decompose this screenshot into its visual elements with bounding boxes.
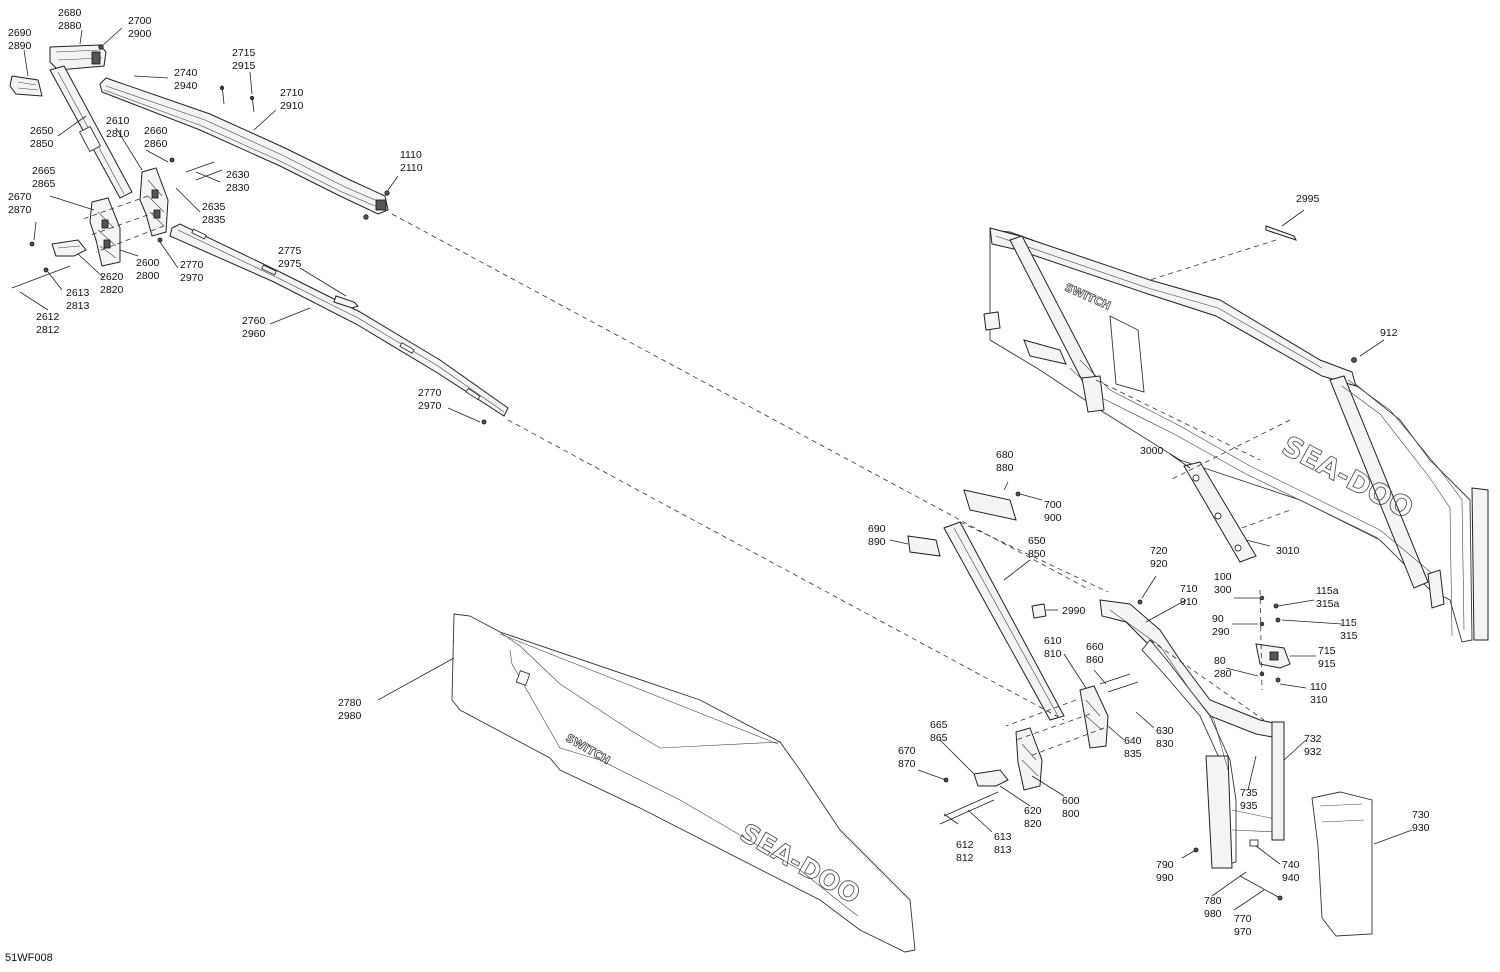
hinge-lower-part	[89, 197, 121, 267]
left-upper-assembly	[9, 44, 509, 425]
top-rail-part	[99, 77, 389, 215]
assembled-fence: SEA-DOO SWITCH	[983, 227, 1489, 643]
small-bar-2995-part	[1265, 225, 1297, 241]
callout-2990: 2990	[1062, 605, 1086, 617]
callout-2995: 2995	[1296, 193, 1320, 205]
bracket-610-part	[1079, 685, 1109, 749]
latch-620-part	[973, 769, 1009, 787]
callout-3000: 3000	[1140, 445, 1164, 457]
hinge-bracket-upper-part	[139, 167, 169, 237]
callout-912: 912	[1380, 327, 1398, 339]
cover-730-part	[1311, 791, 1373, 937]
latch-handle-part	[51, 239, 87, 257]
callout-3010: 3010	[1276, 545, 1300, 557]
screw-912	[1351, 357, 1357, 363]
strut-650-part	[943, 521, 1065, 721]
hinge-600-part	[1015, 727, 1043, 791]
figure-code: 51WF008	[5, 952, 53, 964]
bracket-3000-part	[1183, 461, 1257, 563]
small-bar-part	[333, 295, 359, 309]
strut-part	[49, 65, 133, 199]
clip-690-part	[907, 535, 941, 557]
small-clip-part	[9, 75, 43, 97]
side-frame-710-part	[1099, 599, 1285, 869]
right-lower-exploded	[907, 489, 1373, 937]
callout-leaders	[19, 27, 1413, 911]
left-fasteners	[11, 44, 487, 425]
side-panel-2780: SEA-DOO SWITCH	[451, 613, 916, 953]
lower-rail-part	[169, 223, 509, 417]
assembly-dashed-lines	[79, 195, 1291, 757]
latch-680-part	[963, 489, 1017, 521]
top-latch-part	[49, 44, 107, 71]
part-2990	[1031, 603, 1047, 619]
